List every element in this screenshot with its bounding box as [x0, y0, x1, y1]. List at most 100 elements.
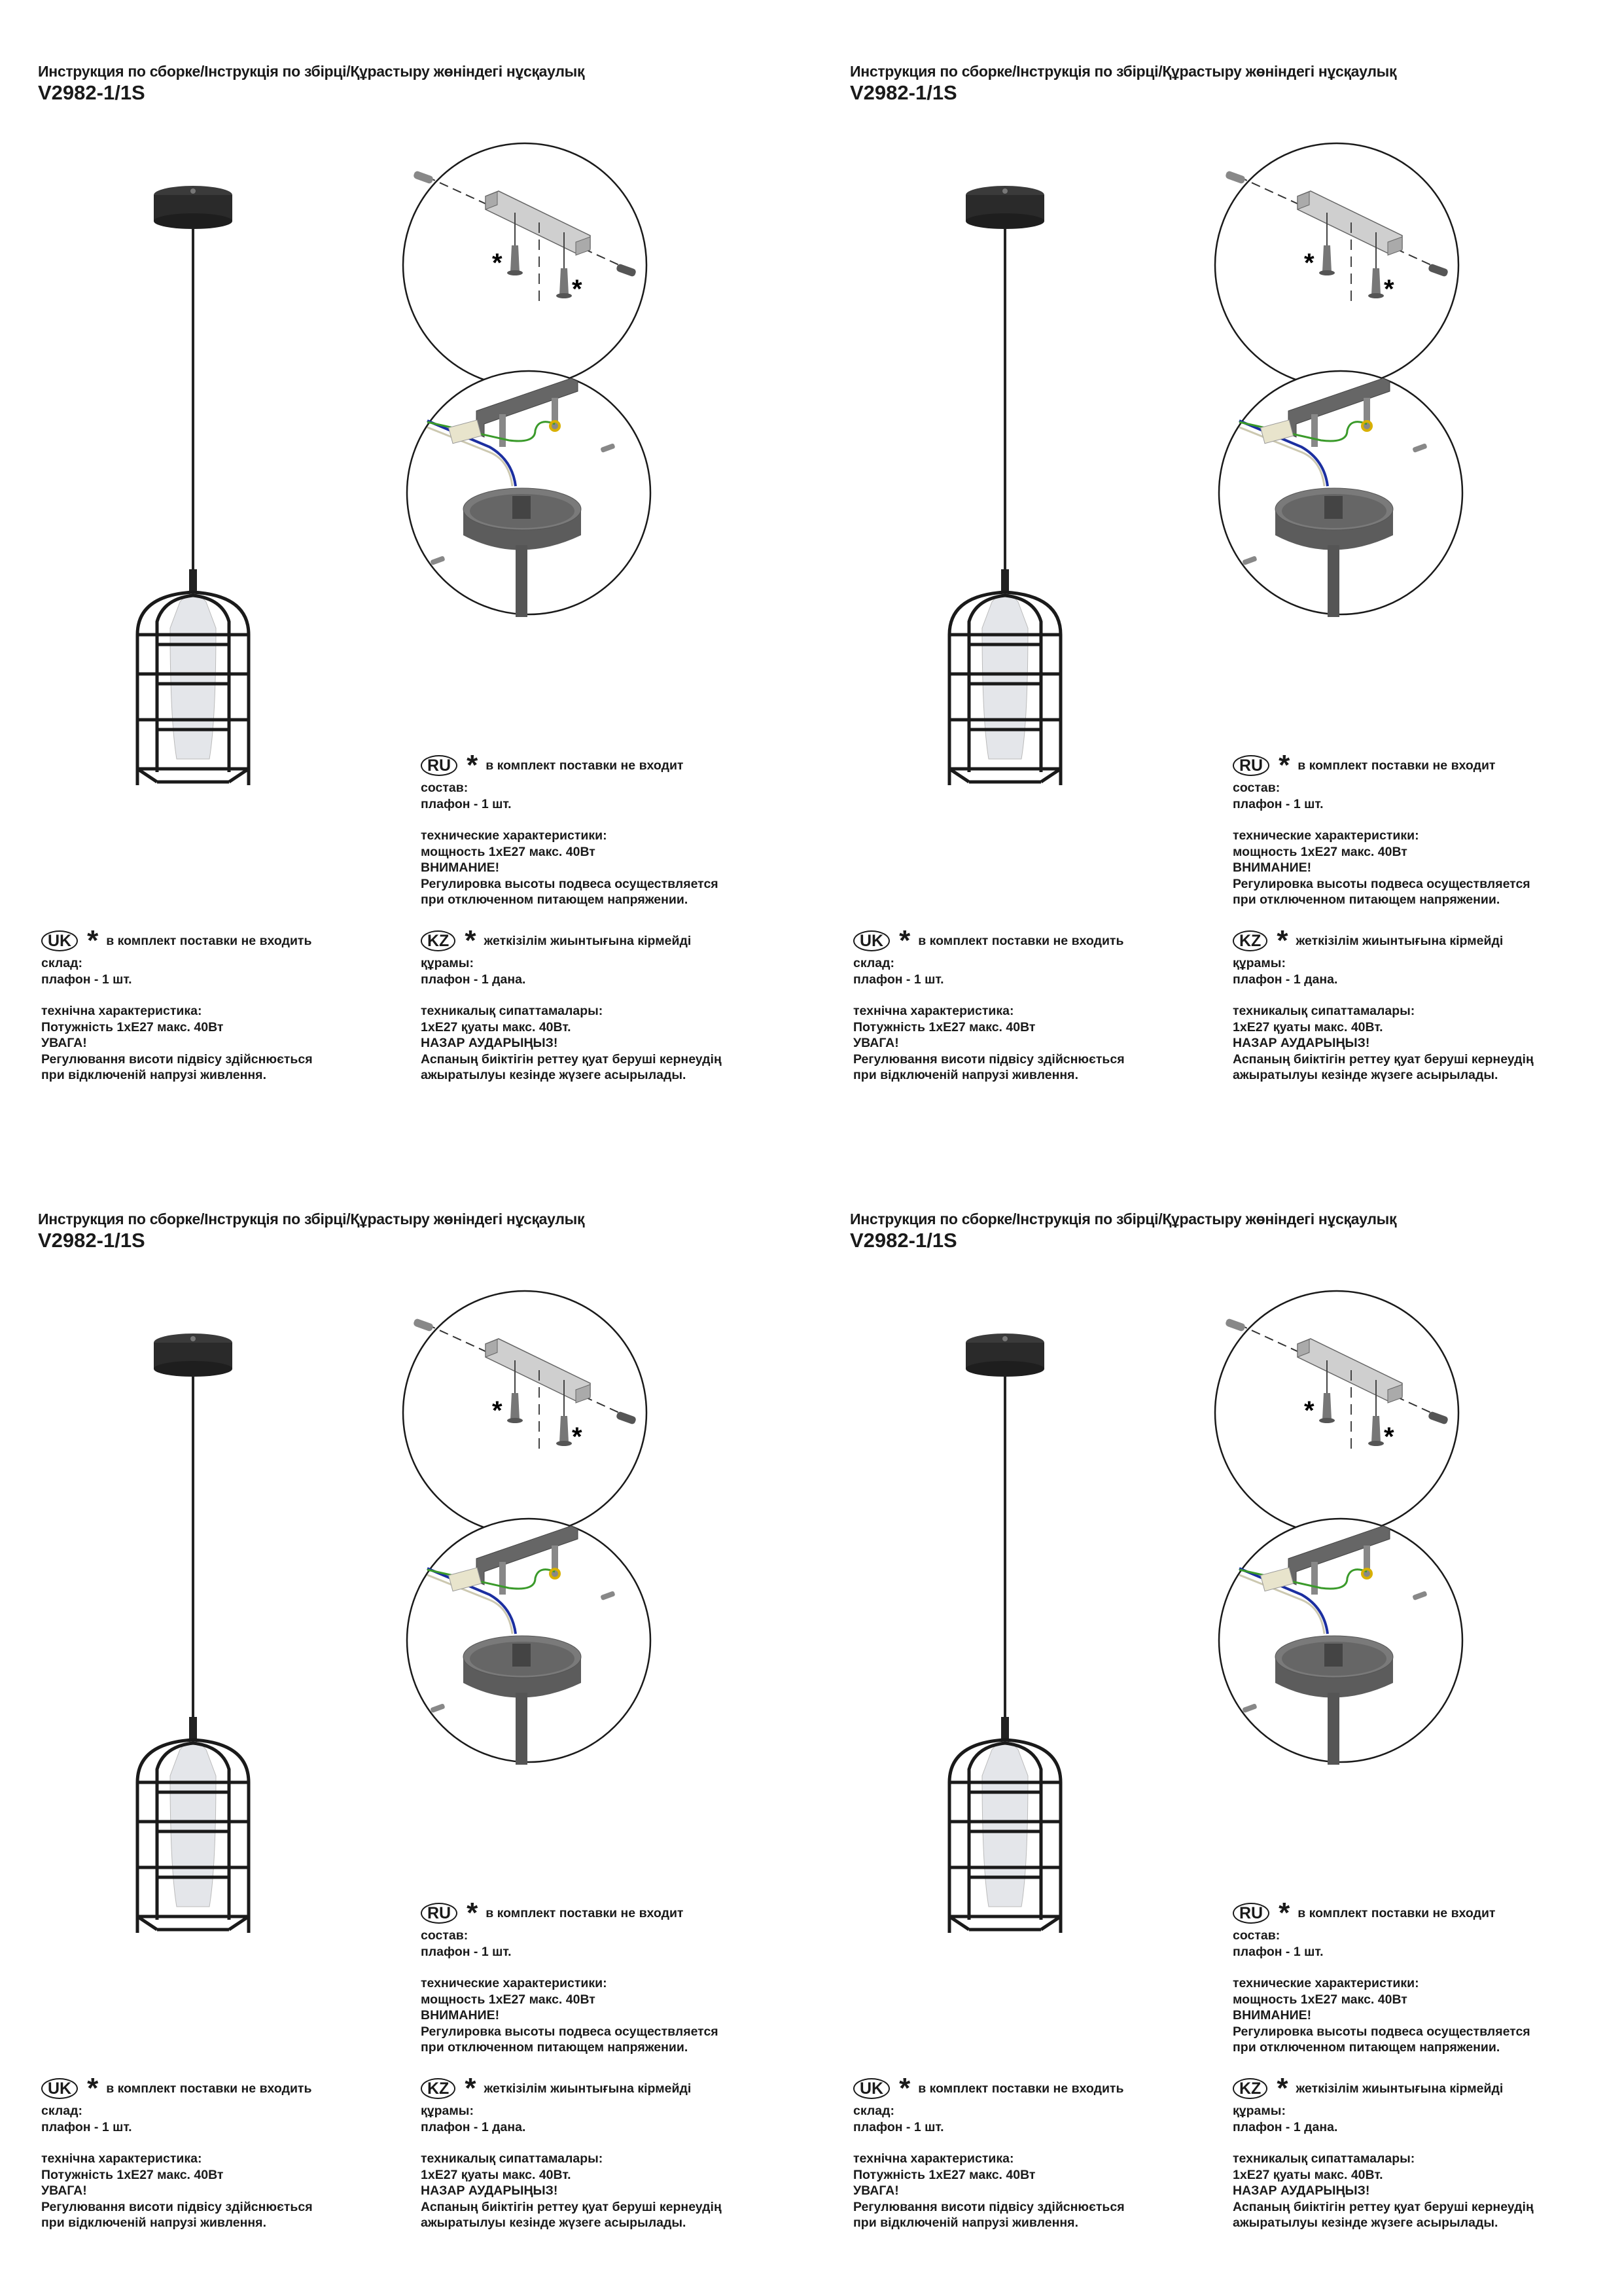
instruction-copy: Инструкция по сборке/Інструкція по збірц…: [0, 1148, 812, 2295]
text-line: НАЗАР АУДАРЫҢЫЗ!: [1233, 1036, 1370, 1050]
uk-info-block: UK * в комплект поставки не входить скла…: [853, 2072, 1125, 2231]
kz-language-badge: KZ: [421, 930, 456, 951]
text-line: состав:: [1233, 781, 1280, 795]
text-line: Аспаның биіктігін реттеу қуат беруші кер…: [1233, 2199, 1534, 2214]
ru-not-included-note: в комплект поставки не входит: [485, 758, 684, 773]
text-line: техникалық сипаттамалары:: [1233, 2151, 1415, 2166]
kz-language-badge: KZ: [421, 2078, 456, 2099]
kz-info-block: KZ * жеткізілім жиынтығына кірмейді құра…: [1233, 2074, 1534, 2231]
document-title: Инструкция по сборке/Інструкція по збірц…: [38, 1210, 585, 1227]
text-line: плафон - 1 дана.: [421, 2119, 526, 2134]
text-line: НАЗАР АУДАРЫҢЫЗ!: [421, 2183, 558, 2198]
text-line: 1xE27 қуаты макс. 40Вт.: [421, 2167, 571, 2182]
wiring-canopy-diagram: [406, 370, 652, 617]
kz-info-block: KZ * жеткізілім жиынтығына кірмейді құра…: [421, 925, 722, 1084]
kz-info-block: KZ * жеткізілім жиынтығына кірмейді құра…: [421, 2072, 722, 2231]
document-title: Инструкция по сборке/Інструкція по збірц…: [38, 63, 585, 80]
asterisk-icon: *: [87, 2072, 99, 2104]
text-line: при відключеній напрузі живлення.: [41, 2216, 266, 2230]
text-line: технічна характеристика:: [853, 1004, 1014, 1018]
uk-not-included-note: в комплект поставки не входить: [106, 933, 312, 948]
text-line: состав:: [421, 781, 468, 795]
text-line: Регулювання висоти підвісу здійснюється: [41, 2199, 313, 2214]
text-line: УВАГА!: [41, 1036, 87, 1050]
text-line: ажыратылуы кезінде жүзеге асырылады.: [421, 1068, 686, 1082]
asterisk-icon: *: [572, 1422, 582, 1451]
text-line: Потужність 1xE27 макс. 40Вт: [853, 1019, 1036, 1034]
text-line: НАЗАР АУДАРЫҢЫЗ!: [421, 1036, 558, 1050]
text-line: Регулювання висоти підвісу здійснюється: [853, 2199, 1125, 2214]
text-line: ВНИМАНИЕ!: [421, 2008, 500, 2022]
text-line: Потужність 1xE27 макс. 40Вт: [853, 2167, 1036, 2182]
text-line: при отключенном питающем напряжении.: [1233, 892, 1500, 907]
uk-language-badge: UK: [853, 930, 891, 951]
text-line: құрамы:: [1233, 956, 1286, 970]
text-line: 1xE27 қуаты макс. 40Вт.: [421, 1019, 571, 1034]
text-line: плафон - 1 шт.: [41, 972, 132, 987]
text-line: ажыратылуы кезінде жүзеге асырылады.: [421, 2216, 686, 2230]
text-line: 1xE27 қуаты макс. 40Вт.: [1233, 2167, 1383, 2182]
asterisk-icon: *: [572, 275, 582, 304]
text-line: құрамы:: [421, 956, 474, 970]
document-title: Инструкция по сборке/Інструкція по збірц…: [850, 63, 1397, 80]
text-line: плафон - 1 шт.: [421, 796, 512, 811]
asterisk-icon: *: [492, 249, 503, 277]
text-line: склад:: [853, 956, 894, 970]
text-line: при відключеній напрузі живлення.: [41, 1068, 266, 1082]
text-line: УВАГА!: [853, 2183, 899, 2198]
asterisk-icon: *: [87, 925, 99, 957]
asterisk-icon: *: [1279, 1897, 1290, 1929]
kz-not-included-note: жеткізілім жиынтығына кірмейді: [484, 933, 692, 948]
text-line: плафон - 1 шт.: [1233, 1944, 1324, 1959]
text-line: Регулировка высоты подвеса осуществляетс…: [421, 2024, 718, 2039]
uk-not-included-note: в комплект поставки не входить: [918, 933, 1124, 948]
uk-info-block: UK * в комплект поставки не входить скла…: [853, 927, 1125, 1084]
kz-not-included-note: жеткізілім жиынтығына кірмейді: [484, 2081, 692, 2096]
asterisk-icon: *: [899, 2072, 911, 2104]
text-line: құрамы:: [421, 2104, 474, 2118]
wiring-canopy-diagram: [406, 1517, 652, 1765]
text-line: мощность 1xE27 макс. 40Вт: [421, 844, 595, 859]
ru-language-badge: RU: [1233, 1903, 1270, 1924]
text-line: техникалық сипаттамалары:: [421, 1004, 603, 1018]
instruction-copy: Инструкция по сборке/Інструкція по збірц…: [0, 0, 812, 1148]
instruction-copy: Инструкция по сборке/Інструкція по збірц…: [812, 1148, 1624, 2295]
uk-not-included-note: в комплект поставки не входить: [106, 2081, 312, 2096]
text-line: мощность 1xE27 макс. 40Вт: [1233, 1992, 1407, 2007]
ru-info-block: RU * в комплект поставки не входит соста…: [421, 1899, 718, 2056]
bracket-mounting-diagram: * *: [402, 1290, 648, 1536]
kz-language-badge: KZ: [1233, 2078, 1268, 2099]
text-line: Регулировка высоты подвеса осуществляетс…: [1233, 876, 1530, 891]
ru-language-badge: RU: [421, 755, 458, 776]
text-line: ажыратылуы кезінде жүзеге асырылады.: [1233, 1068, 1498, 1082]
text-line: Аспаның биіктігін реттеу қуат беруші кер…: [1233, 1051, 1534, 1067]
text-line: техникалық сипаттамалары:: [421, 2151, 603, 2166]
bracket-mounting-diagram: * *: [1214, 1290, 1460, 1536]
asterisk-icon: *: [1279, 749, 1290, 781]
text-line: техникалық сипаттамалары:: [1233, 1004, 1415, 1018]
text-line: технические характеристики:: [421, 828, 607, 843]
text-line: склад:: [853, 2104, 894, 2118]
uk-info-block: UK * в комплект поставки не входить скла…: [41, 2072, 313, 2231]
asterisk-icon: *: [1277, 925, 1288, 957]
asterisk-icon: *: [465, 925, 476, 957]
uk-not-included-note: в комплект поставки не входить: [918, 2081, 1124, 2096]
text-line: состав:: [421, 1928, 468, 1943]
text-line: ВНИМАНИЕ!: [421, 860, 500, 875]
asterisk-icon: *: [492, 1396, 503, 1425]
text-line: склад:: [41, 956, 82, 970]
text-line: плафон - 1 шт.: [853, 2119, 944, 2134]
text-line: Аспаның биіктігін реттеу қуат беруші кер…: [421, 1051, 722, 1067]
text-line: технические характеристики:: [1233, 828, 1419, 843]
text-line: мощность 1xE27 макс. 40Вт: [421, 1992, 595, 2007]
text-line: Регулювання висоти підвісу здійснюється: [853, 1051, 1125, 1067]
text-line: плафон - 1 шт.: [421, 1944, 512, 1959]
kz-not-included-note: жеткізілім жиынтығына кірмейді: [1296, 933, 1504, 948]
asterisk-icon: *: [1304, 1396, 1315, 1425]
text-line: УВАГА!: [41, 2183, 87, 2198]
text-line: УВАГА!: [853, 1036, 899, 1050]
text-line: Регулировка высоты подвеса осуществляетс…: [421, 876, 718, 891]
bracket-mounting-diagram: * *: [402, 142, 648, 388]
asterisk-icon: *: [465, 2072, 476, 2104]
uk-info-block: UK * в комплект поставки не входить скла…: [41, 925, 313, 1084]
